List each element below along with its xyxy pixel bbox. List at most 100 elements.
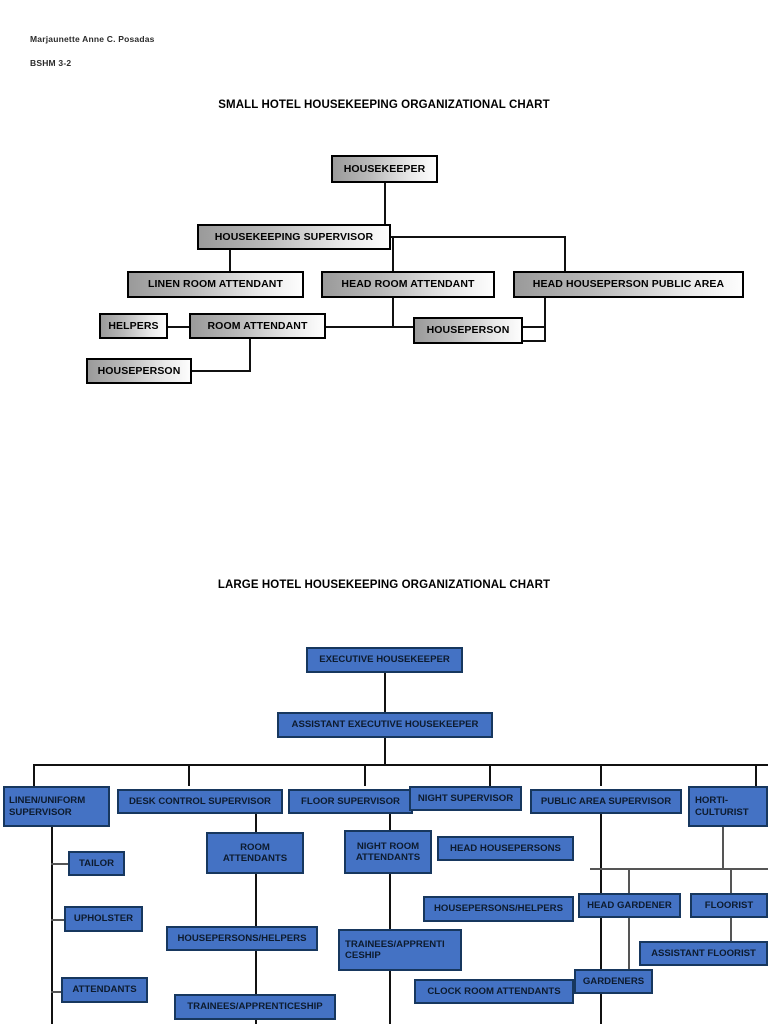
connector-public-area-spine xyxy=(600,814,603,1024)
connector-supervisor-busbar xyxy=(33,764,768,767)
node-houseperson-public-label: HOUSEPERSON xyxy=(426,324,510,337)
connector-assistant-busbar xyxy=(384,738,387,765)
node-public-area-supervisor[interactable]: PUBLIC AREA SUPERVISOR xyxy=(530,789,682,814)
node-head-housepersons[interactable]: HEAD HOUSEPERSONS xyxy=(437,836,574,861)
connector-supervisor-head-room xyxy=(392,236,395,273)
node-public-area-supervisor-label: PUBLIC AREA SUPERVISOR xyxy=(540,795,672,807)
connector-supervisor-linen xyxy=(229,249,232,273)
node-helpers[interactable]: HELPERS xyxy=(99,313,168,339)
node-houseperson-room-label: HOUSEPERSON xyxy=(97,364,181,377)
node-houseperson-public[interactable]: HOUSEPERSON xyxy=(413,317,523,344)
connector-head-room-attendant-down xyxy=(392,297,395,327)
small-chart-title: SMALL HOTEL HOUSEKEEPING ORGANIZATIONAL … xyxy=(218,99,550,111)
connector-linen-spine xyxy=(51,826,54,1024)
node-housepersons-helpers-floor[interactable]: HOUSEPERSONS/HELPERS xyxy=(166,926,318,951)
node-housepersons-helpers-public[interactable]: HOUSEPERSONS/HELPERS xyxy=(423,896,574,922)
node-desk-control-supervisor-label: DESK CONTROL SUPERVISOR xyxy=(129,795,271,807)
node-helpers-label: HELPERS xyxy=(108,319,159,332)
connector-floorist-assistant xyxy=(730,918,732,943)
connector-houseperson-public-stub xyxy=(521,340,546,343)
connector-exec-assistant xyxy=(384,673,387,712)
connector-drop-head-gardener xyxy=(628,868,630,895)
node-head-houseperson-public-area[interactable]: HEAD HOUSEPERSON PUBLIC AREA xyxy=(513,271,744,298)
connector-drop-public-area xyxy=(600,764,603,786)
node-upholster[interactable]: UPHOLSTER xyxy=(64,906,143,932)
node-head-houseperson-public-area-label: HEAD HOUSEPERSON PUBLIC AREA xyxy=(532,278,725,291)
node-room-attendant[interactable]: ROOM ATTENDANT xyxy=(189,313,326,339)
node-night-supervisor-label: NIGHT SUPERVISOR xyxy=(417,792,514,804)
node-night-supervisor[interactable]: NIGHT SUPERVISOR xyxy=(409,786,522,811)
node-houseperson-room[interactable]: HOUSEPERSON xyxy=(86,358,192,384)
connector-drop-night xyxy=(489,764,492,786)
node-gardeners-label: GARDENERS xyxy=(582,975,645,987)
node-executive-housekeeper-label: EXECUTIVE HOUSEKEEPER xyxy=(319,654,450,666)
connector-houseperson-room-stub xyxy=(191,370,251,373)
node-head-gardener-label: HEAD GARDENER xyxy=(587,899,672,911)
student-name: Marjaunette Anne C. Posadas xyxy=(30,34,155,44)
node-head-gardener[interactable]: HEAD GARDENER xyxy=(578,893,681,918)
connector-head-houseperson-down xyxy=(544,297,547,341)
node-head-room-attendant-label: HEAD ROOM ATTENDANT xyxy=(341,278,475,291)
connector-drop-linen-uniform xyxy=(33,764,36,786)
connector-horticulturist-drop xyxy=(722,826,724,869)
node-housepersons-helpers-public-label: HOUSEPERSONS/HELPERS xyxy=(433,903,563,915)
node-trainees-apprenticeship-night-label: TRAINEES/APPRENTI CESHIP xyxy=(345,938,445,961)
connector-drop-floor xyxy=(364,764,367,786)
connector-stub-upholster xyxy=(51,919,66,921)
course-section: BSHM 3-2 xyxy=(30,58,72,68)
node-assistant-floorist[interactable]: ASSISTANT FLOORIST xyxy=(639,941,768,966)
node-floorist[interactable]: FLOORIST xyxy=(690,893,768,918)
node-tailor-label: TAILOR xyxy=(79,857,114,869)
node-clock-room-attendants-label: CLOCK ROOM ATTENDANTS xyxy=(427,985,561,997)
connector-stub-attendants xyxy=(51,991,64,993)
connector-floor-spine xyxy=(255,814,258,1024)
connector-drop-horticulturist xyxy=(755,764,758,786)
node-linen-uniform-supervisor[interactable]: LINEN/UNIFORM SUPERVISOR xyxy=(3,786,110,827)
node-head-room-attendant[interactable]: HEAD ROOM ATTENDANT xyxy=(321,271,495,298)
connector-stub-tailor xyxy=(51,863,70,865)
node-assistant-executive-housekeeper-label: ASSISTANT EXECUTIVE HOUSEKEEPER xyxy=(291,719,479,731)
connector-helpers-room-attendant xyxy=(167,326,191,329)
node-assistant-executive-housekeeper[interactable]: ASSISTANT EXECUTIVE HOUSEKEEPER xyxy=(277,712,493,738)
node-housekeeper-label: HOUSEKEEPER xyxy=(343,162,426,175)
node-clock-room-attendants[interactable]: CLOCK ROOM ATTENDANTS xyxy=(414,979,574,1004)
node-trainees-apprenticeship-floor[interactable]: TRAINEES/APPRENTICESHIP xyxy=(174,994,336,1020)
connector-supervisor-head-houseperson xyxy=(564,236,567,273)
node-linen-room-attendant[interactable]: LINEN ROOM ATTENDANT xyxy=(127,271,304,298)
node-upholster-label: UPHOLSTER xyxy=(73,913,134,925)
node-floor-supervisor-label: FLOOR SUPERVISOR xyxy=(301,795,400,807)
node-tailor[interactable]: TAILOR xyxy=(68,851,125,876)
node-executive-housekeeper[interactable]: EXECUTIVE HOUSEKEEPER xyxy=(306,647,463,673)
connector-head-gardener-gardeners xyxy=(628,918,630,981)
connector-drop-desk-control xyxy=(188,764,191,786)
node-desk-control-supervisor[interactable]: DESK CONTROL SUPERVISOR xyxy=(117,789,283,814)
node-night-room-attendants[interactable]: NIGHT ROOM ATTENDANTS xyxy=(344,830,432,874)
node-linen-room-attendant-label: LINEN ROOM ATTENDANT xyxy=(148,278,283,291)
node-horticulturist[interactable]: HORTI-CULTURIST xyxy=(688,786,768,827)
node-room-attendant-label: ROOM ATTENDANT xyxy=(207,319,308,332)
connector-room-attendant-down xyxy=(249,339,252,372)
node-housekeeping-supervisor-label: HOUSEKEEPING SUPERVISOR xyxy=(214,230,374,243)
node-floor-supervisor[interactable]: FLOOR SUPERVISOR xyxy=(288,789,413,814)
connector-drop-floorist xyxy=(730,868,732,895)
node-room-attendants[interactable]: ROOM ATTENDANTS xyxy=(206,832,304,874)
node-housekeeping-supervisor[interactable]: HOUSEKEEPING SUPERVISOR xyxy=(197,224,391,250)
node-housekeeper[interactable]: HOUSEKEEPER xyxy=(331,155,438,183)
node-gardeners[interactable]: GARDENERS xyxy=(574,969,653,994)
node-housepersons-helpers-floor-label: HOUSEPERSONS/HELPERS xyxy=(177,932,307,944)
node-linen-uniform-supervisor-label: LINEN/UNIFORM SUPERVISOR xyxy=(9,795,86,818)
large-chart-title: LARGE HOTEL HOUSEKEEPING ORGANIZATIONAL … xyxy=(217,579,551,591)
node-floorist-label: FLOORIST xyxy=(704,899,754,911)
node-trainees-apprenticeship-night[interactable]: TRAINEES/APPRENTI CESHIP xyxy=(338,929,462,971)
node-attendants-label: ATTENDANTS xyxy=(72,984,137,996)
connector-night-spine xyxy=(389,814,392,1024)
node-horticulturist-label: HORTI-CULTURIST xyxy=(695,795,749,818)
node-room-attendants-label: ROOM ATTENDANTS xyxy=(222,841,288,864)
node-night-room-attendants-label: NIGHT ROOM ATTENDANTS xyxy=(355,840,421,863)
node-attendants[interactable]: ATTENDANTS xyxy=(61,977,148,1003)
connector-housekeeper-supervisor xyxy=(384,182,387,229)
connector-horticulturist-busbar xyxy=(590,868,768,870)
node-head-housepersons-label: HEAD HOUSEPERSONS xyxy=(450,842,561,854)
node-trainees-apprenticeship-floor-label: TRAINEES/APPRENTICESHIP xyxy=(187,1001,323,1013)
